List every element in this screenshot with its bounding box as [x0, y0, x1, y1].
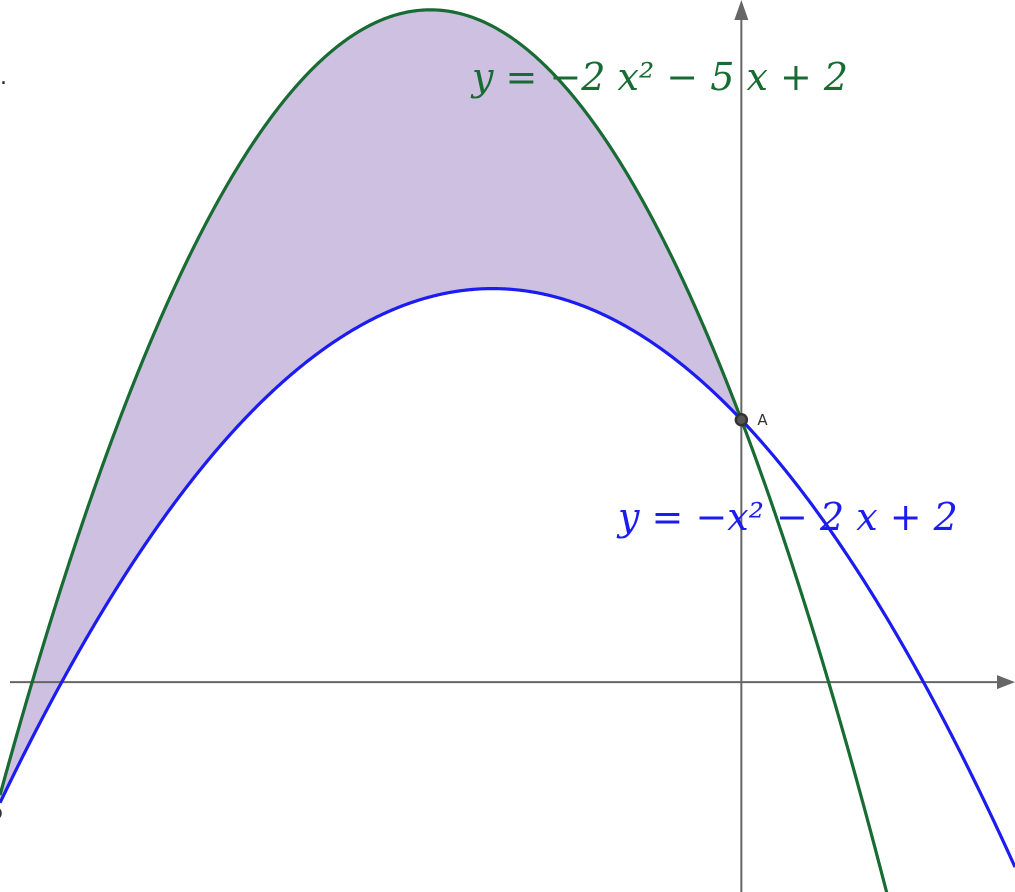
point-b-marker[interactable]: [0, 808, 2, 819]
y-axis-arrow: [734, 0, 749, 20]
green-parabola-curve: [0, 8, 889, 892]
corner-dot-mark: .: [0, 65, 7, 90]
x-axis-arrow: [997, 675, 1015, 690]
green-equation-label: y = −2 x² − 5 x + 2: [470, 55, 848, 99]
blue-parabola-curve: [0, 286, 1015, 868]
shaded-region: [0, 9, 742, 803]
point-a-marker[interactable]: [734, 413, 749, 427]
point-a-label: A: [757, 411, 768, 429]
blue-equation-label: y = −x² − 2 x + 2: [616, 495, 958, 539]
